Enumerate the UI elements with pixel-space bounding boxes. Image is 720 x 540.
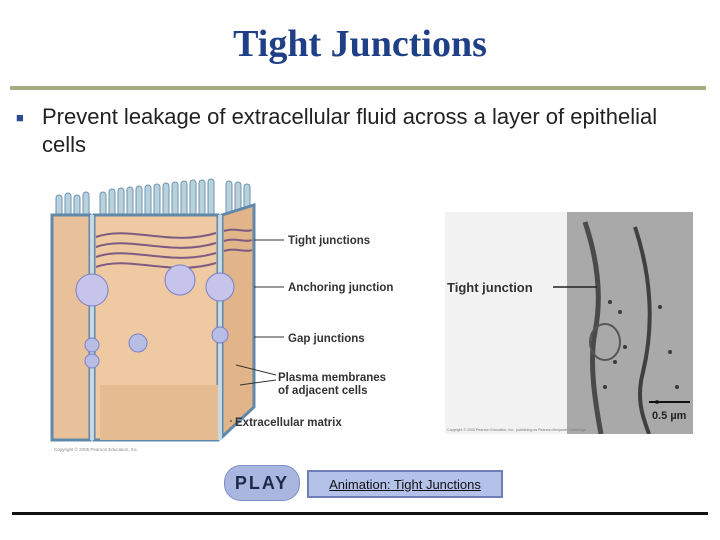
label-adjacent-cells: of adjacent cells (278, 385, 367, 397)
leader-lines (230, 239, 284, 422)
play-button[interactable]: PLAY (224, 465, 300, 501)
epithelial-cells (50, 202, 256, 442)
diagram-copyright: Copyright © 2005 Pearson Education, Inc. (54, 446, 138, 452)
micrograph-copyright: Copyright © 2005 Pearson Education, Inc.… (447, 428, 587, 432)
bullet-text: Prevent leakage of extracellular fluid a… (42, 104, 658, 157)
anchoring-junctions (75, 264, 235, 307)
slide-title: Tight Junctions (233, 23, 487, 65)
label-plasma-membranes: Plasma membranes (278, 372, 386, 384)
tight-junction-strands (95, 228, 253, 269)
label-gap-junctions: Gap junctions (288, 333, 365, 345)
intercellular-space-left (90, 215, 94, 440)
gap-junctions (84, 326, 229, 369)
title-divider (10, 86, 706, 90)
scale-bar-label: 0.5 µm (652, 410, 687, 422)
label-extracellular-matrix: Extracellular matrix (235, 417, 342, 429)
footer-divider (12, 512, 708, 515)
label-tight-junctions: Tight junctions (288, 235, 370, 247)
tight-junction-micrograph: Tight junction 0.5 µm Copyright © 2005 P… (445, 212, 693, 434)
label-anchoring-junction: Anchoring junction (288, 282, 393, 294)
epithelial-junction-diagram: Tight junctions Anchoring junction Gap j… (50, 178, 393, 452)
bullet-square-icon: ■ (16, 110, 24, 125)
micrograph-image (567, 212, 693, 434)
animation-link[interactable]: Animation: Tight Junctions (307, 470, 503, 498)
micrograph-label: Tight junction (447, 280, 533, 295)
microvilli (55, 178, 251, 218)
